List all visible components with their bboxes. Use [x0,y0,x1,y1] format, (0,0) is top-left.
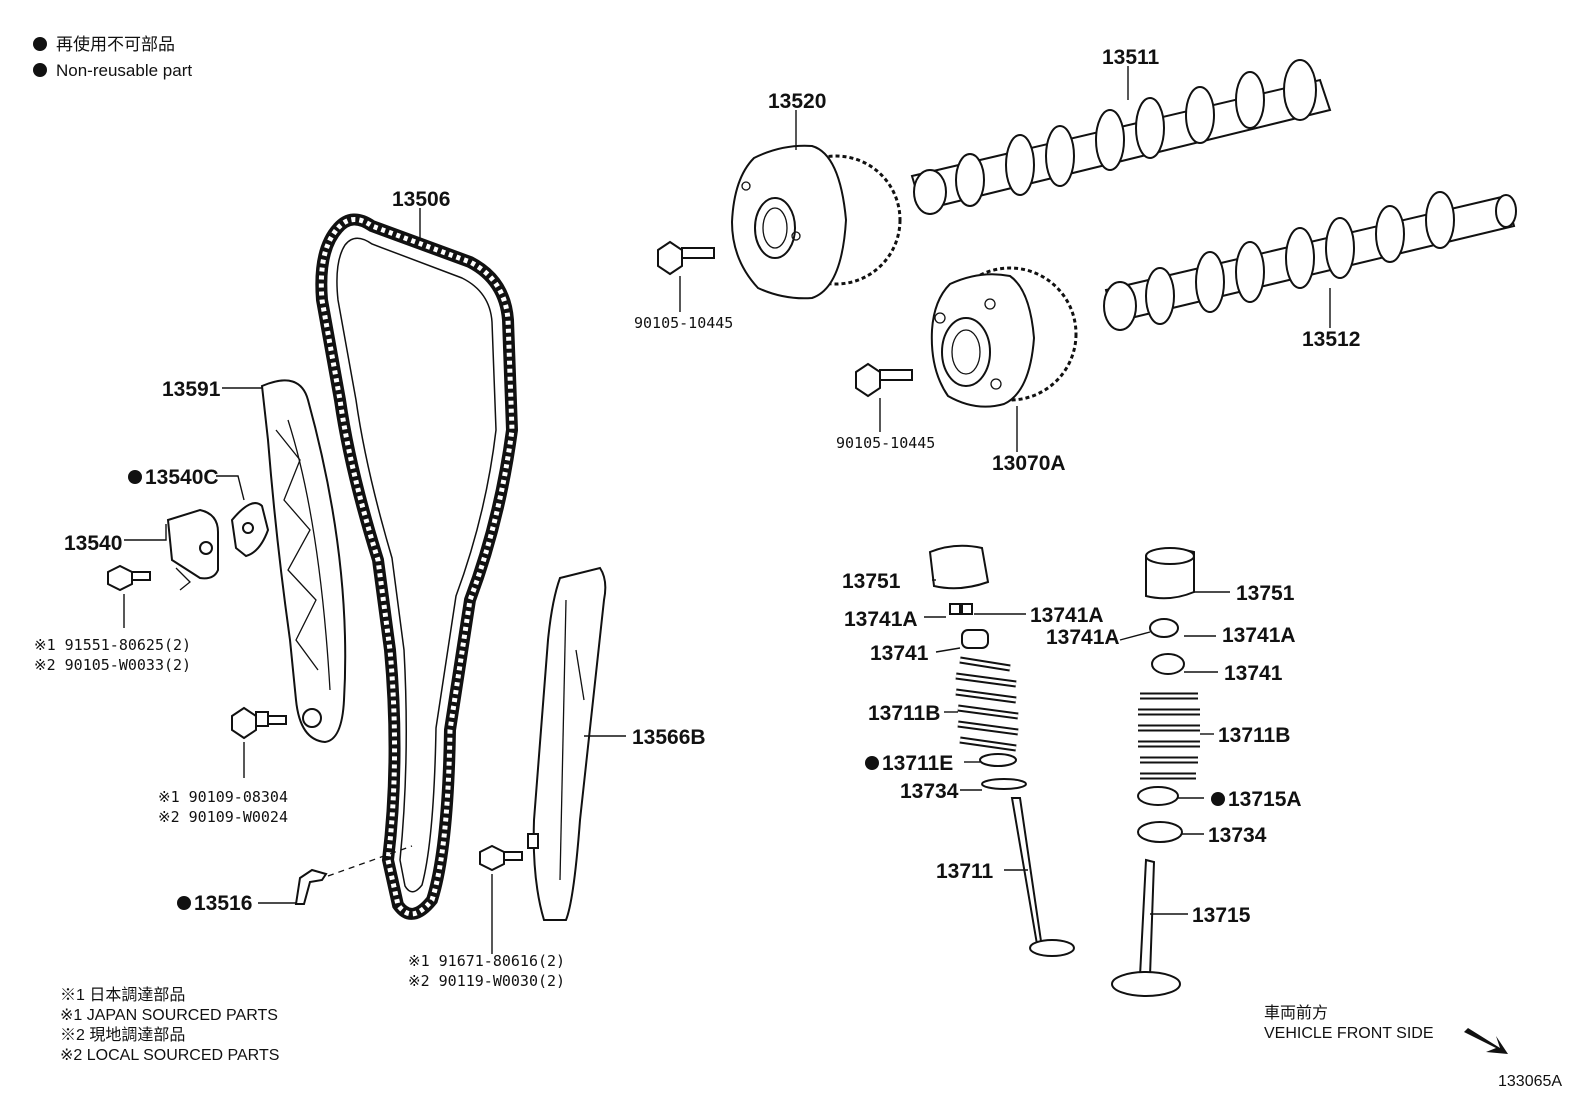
vvt-gear-13070A [930,266,1078,408]
footnote-local-jp: ※2 現地調達部品 [60,1026,185,1044]
part-label-13540: 13540 [64,532,122,555]
cam-sprocket-13520 [730,144,902,300]
part-label-13741A-left-1: 13741A [844,608,918,631]
part-label-13591: 13591 [162,378,221,401]
part-label-bolt-slipper-jp: ※1 91671-80616(2) [408,952,565,970]
legend: 再使用不可部品 Non-reusable part [33,34,192,80]
oil-jet-13516 [294,845,413,905]
valve-assembly-right [1111,547,1200,997]
non-reusable-dot-icon [865,756,879,770]
part-label-13734-left: 13734 [900,780,959,803]
part-label-13512: 13512 [1302,328,1360,351]
bolt-icon [657,240,715,276]
part-label-bolt-guide-jp: ※1 90109-08304 [158,788,288,806]
part-label-13715A: 13715A [1228,788,1302,811]
valve-lifter-13751-left [928,544,990,590]
part-label-13516: 13516 [194,892,252,915]
bolt-icon [479,844,523,872]
part-label-bolt-90105-10445-b: 90105-10445 [836,434,935,452]
leader-lines [123,66,1331,954]
part-label-13715: 13715 [1192,904,1251,927]
footnote-local-en: ※2 LOCAL SOURCED PARTS [60,1047,279,1064]
bolt-icon [855,362,913,398]
diagram-id: 133065A [1498,1073,1562,1090]
non-reusable-dot-icon [33,37,47,51]
part-label-13711E: 13711E [882,752,953,775]
part-label-13734-right: 13734 [1208,824,1267,847]
non-reusable-dot-icon [128,470,142,484]
bolt-icons [107,240,913,872]
footnotes: ※1 日本調達部品 ※1 JAPAN SOURCED PARTS ※2 現地調達… [60,986,279,1064]
part-label-13711B-right: 13711B [1218,724,1290,747]
part-label-bolt-guide-local: ※2 90109-W0024 [158,808,288,826]
part-label-13540C: 13540C [145,466,219,489]
vehicle-front-en: VEHICLE FRONT SIDE [1264,1025,1434,1042]
part-label-13741A-right-1: 13741A [1046,626,1120,649]
non-reusable-dot-icon [1211,792,1225,806]
part-label-13511: 13511 [1102,46,1160,69]
valve-assembly-left [928,544,1075,957]
chain-guide-13591 [260,379,347,744]
bolt-icon [107,564,151,592]
timing-chain-13506 [315,213,519,920]
chain-slipper-13566B [527,566,607,921]
part-label-13520: 13520 [768,90,826,113]
vehicle-front-arrow-icon [1464,1028,1508,1054]
legend-en-text: Non-reusable part [56,61,192,80]
part-label-13741-right: 13741 [1224,662,1283,685]
part-label-13711B-left: 13711B [868,702,940,725]
vehicle-front-jp: 車両前方 [1264,1004,1328,1022]
part-label-13751-left: 13751 [842,570,901,593]
camshaft-13512 [1103,191,1517,331]
legend-jp-text: 再使用不可部品 [56,34,175,54]
part-label-13070A: 13070A [992,452,1066,475]
part-label-13741A-left-2: 13741A [1030,604,1104,627]
part-label-bolt-tensioner-jp: ※1 91551-80625(2) [34,636,191,654]
part-label-13751-right: 13751 [1236,582,1295,605]
footnote-japan-jp: ※1 日本調達部品 [60,986,185,1004]
part-label-13566B: 13566B [632,726,706,749]
part-label-13711: 13711 [936,860,994,883]
chain-tensioner-13540 [166,502,270,591]
part-labels: 13511 13520 13506 13512 90105-10445 9010… [34,46,1360,990]
chain-links [318,217,515,917]
part-label-13741-left: 13741 [870,642,929,665]
part-label-bolt-90105-10445-a: 90105-10445 [634,314,733,332]
non-reusable-dot-icon [177,896,191,910]
part-label-13741A-right-2: 13741A [1222,624,1296,647]
camshaft-13511 [910,59,1332,215]
non-reusable-dot-icon [33,63,47,77]
footnote-japan-en: ※1 JAPAN SOURCED PARTS [60,1007,278,1024]
bolt-icon [231,706,287,740]
part-label-bolt-slipper-local: ※2 90119-W0030(2) [408,972,565,990]
chain-inner-edge [336,237,497,893]
part-label-13506: 13506 [392,188,450,211]
part-label-bolt-tensioner-local: ※2 90105-W0033(2) [34,656,191,674]
